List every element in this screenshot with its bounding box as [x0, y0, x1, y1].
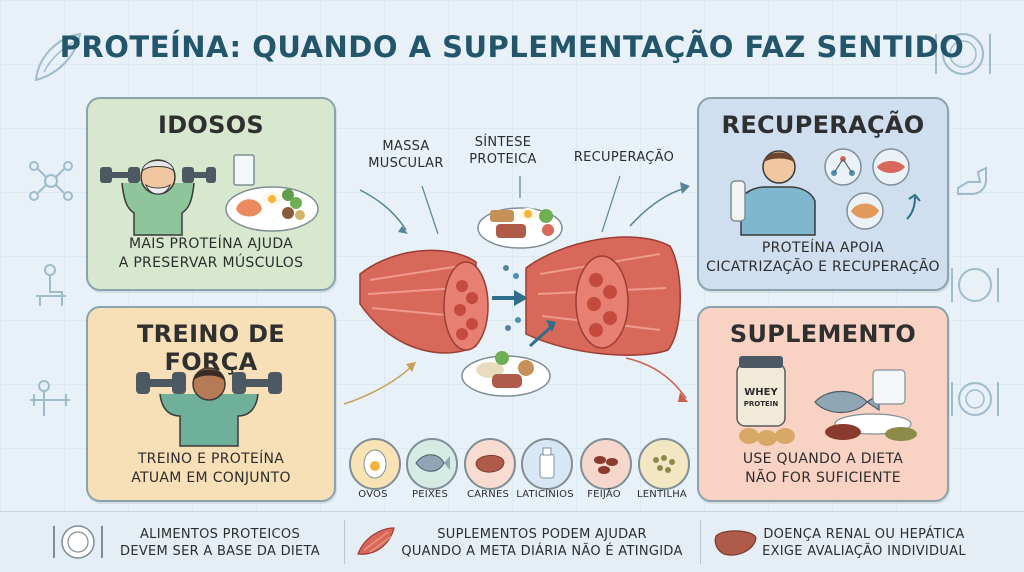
food-laticinios-circle	[521, 438, 573, 490]
food-label-carnes: CARNES	[466, 489, 510, 500]
footer-item3-line1: DOENÇA RENAL OU HEPÁTICA	[763, 527, 965, 542]
muscle-icon	[34, 32, 82, 82]
whey-jar-label: WHEY	[744, 387, 778, 398]
liver-icon	[714, 530, 757, 556]
molecule-icon	[29, 161, 73, 201]
muscle-fiber-icon	[357, 527, 395, 555]
footer-divider-1	[344, 520, 345, 564]
card-suplemento-desc-line1: USE QUANDO A DIETA	[742, 451, 904, 467]
card-idosos-desc-line1: MAIS PROTEÍNA AJUDA	[128, 236, 294, 252]
label-sintese-proteica: SÍNTESE PROTEICA	[458, 134, 548, 168]
food-carnes-circle	[464, 438, 516, 490]
footer-item2-line2: QUANDO A META DIÁRIA NÃO É ATINGIDA	[401, 544, 683, 559]
label-massa-line2: MUSCULAR	[368, 156, 444, 171]
supplement-foods-icon	[736, 356, 917, 446]
meal-plate-icon	[225, 154, 319, 232]
card-recuperacao-desc-line1: PROTEÍNA APOIA	[761, 240, 885, 256]
card-idosos: IDOSOS MAIS PROTEÍNA AJUDA A PRESERVAR M…	[86, 97, 336, 291]
milk-icon	[539, 447, 555, 479]
plate-icon-2	[951, 268, 999, 302]
card-recuperacao-desc: PROTEÍNA APOIA CICATRIZAÇÃO E RECUPERAÇÃ…	[699, 239, 947, 277]
card-idosos-desc: MAIS PROTEÍNA AJUDA A PRESERVAR MÚSCULOS	[88, 235, 334, 273]
patient-icon	[730, 150, 816, 236]
label-massa-line1: MASSA	[382, 139, 430, 154]
card-treino-desc-line1: TREINO E PROTEÍNA	[137, 451, 285, 467]
card-recuperacao: RECUPERAÇÃO PROTEÍNA APOIA CICATRIZAÇÃO …	[697, 97, 949, 291]
fitness-icon	[30, 380, 70, 416]
food-feijao-circle	[580, 438, 632, 490]
plate-icon	[935, 33, 991, 75]
footer-item-alimentos: ALIMENTOS PROTEICOS DEVEM SER A BASE DA …	[110, 526, 330, 560]
strength-man-icon	[136, 367, 282, 447]
food-peixes-circle	[406, 438, 458, 490]
lentils-icon	[653, 455, 675, 473]
elderly-man-icon	[100, 159, 216, 236]
card-treino-desc: TREINO E PROTEÍNA ATUAM EM CONJUNTO	[88, 450, 334, 488]
food-label-feijao: FEIJÃO	[587, 489, 621, 500]
footer-item1-line1: ALIMENTOS PROTEICOS	[139, 527, 301, 542]
flex-arm-icon	[957, 166, 987, 195]
whey-jar-sublabel: PROTEIN	[743, 400, 779, 408]
beans-icon	[594, 456, 618, 474]
food-label-peixes: PEIXES	[411, 489, 448, 500]
label-massa-muscular: MASSA MUSCULAR	[356, 138, 456, 172]
footer-divider-2	[700, 520, 701, 564]
footer-item2-line1: SUPLEMENTOS PODEM AJUDAR	[437, 527, 647, 542]
egg-icon	[363, 449, 387, 479]
card-suplemento: SUPLEMENTO WHEY PROTEIN USE QUANDO A DIE…	[697, 306, 949, 502]
fish-icon	[415, 454, 450, 472]
card-idosos-heading: IDOSOS	[157, 111, 265, 139]
card-recuperacao-heading: RECUPERAÇÃO	[721, 111, 925, 139]
card-treino-desc-line2: ATUAM EM CONJUNTO	[131, 470, 291, 486]
card-treino-heading: TREINO DE FORÇA	[136, 320, 286, 376]
plate-cutlery-icon	[53, 525, 103, 559]
label-recuperacao: RECUPERAÇÃO	[573, 150, 675, 165]
center-illustration	[343, 175, 690, 405]
bench-icon	[36, 264, 66, 306]
healing-icons	[824, 148, 921, 230]
food-label-laticinios: LATICÍNIOS	[516, 489, 574, 500]
label-sintese-line1: SÍNTESE	[474, 135, 532, 150]
card-idosos-desc-line2: A PRESERVAR MÚSCULOS	[118, 255, 304, 271]
card-suplemento-desc: USE QUANDO A DIETA NÃO FOR SUFICIENTE	[699, 450, 947, 488]
card-recuperacao-desc-line2: CICATRIZAÇÃO E RECUPERAÇÃO	[706, 259, 940, 275]
footer-item3-line2: EXIGE AVALIAÇÃO INDIVIDUAL	[762, 544, 966, 559]
food-lentilha-circle	[638, 438, 690, 490]
label-sintese-line2: PROTEICA	[469, 152, 537, 167]
food-ovos-circle	[349, 438, 401, 490]
footer-bar: ALIMENTOS PROTEICOS DEVEM SER A BASE DA …	[0, 511, 1024, 572]
food-label-lentilha: LENTILHA	[637, 489, 687, 500]
food-label-ovos: OVOS	[358, 489, 388, 500]
footer-item-doenca: DOENÇA RENAL OU HEPÁTICA EXIGE AVALIAÇÃO…	[752, 526, 976, 560]
plate-icon-3	[951, 382, 999, 416]
card-suplemento-desc-line2: NÃO FOR SUFICIENTE	[745, 470, 901, 486]
meat-icon	[475, 455, 505, 473]
footer-item-suplementos: SUPLEMENTOS PODEM AJUDAR QUANDO A META D…	[396, 526, 688, 560]
footer-item1-line2: DEVEM SER A BASE DA DIETA	[120, 544, 320, 559]
card-treino: TREINO DE FORÇA TREINO E PROTEÍNA ATUAM …	[86, 306, 336, 502]
page-title: PROTEÍNA: QUANDO A SUPLEMENTAÇÃO FAZ SEN…	[59, 30, 965, 64]
card-suplemento-heading: SUPLEMENTO	[729, 320, 917, 348]
